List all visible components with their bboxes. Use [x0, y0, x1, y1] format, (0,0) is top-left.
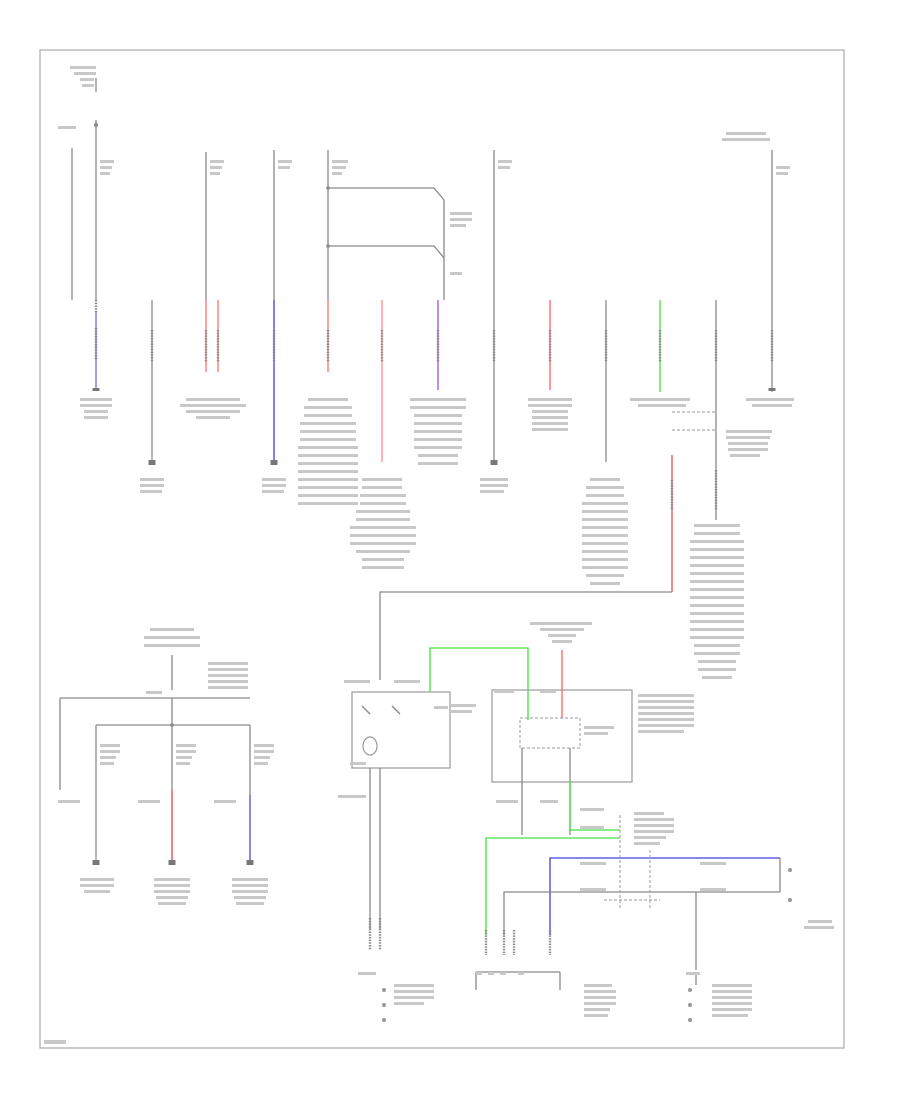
top-power-feeds	[71, 78, 773, 300]
relay-coil-icon	[351, 647, 781, 970]
splice-dot-icon	[94, 123, 98, 127]
connector-row	[94, 300, 774, 520]
bottom-connectors	[368, 918, 697, 990]
illegible-labels	[44, 66, 834, 1044]
junction-connector	[379, 411, 718, 680]
main-relay-box	[351, 691, 451, 769]
ground-symbol-icon	[92, 388, 776, 465]
left-lower-circuit	[59, 655, 254, 865]
legend-bullets	[382, 868, 792, 1022]
diagram-border	[39, 49, 845, 1049]
